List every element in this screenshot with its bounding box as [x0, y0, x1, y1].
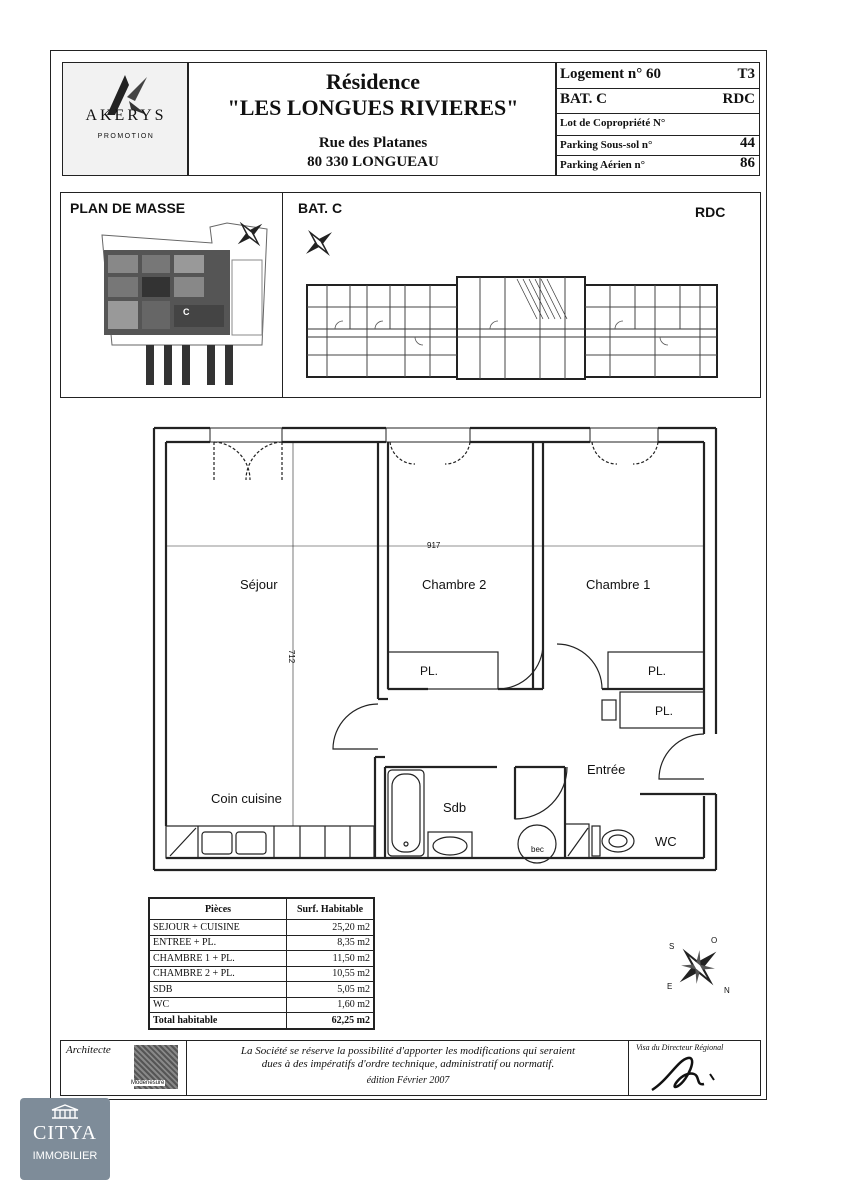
level-label: RDC	[722, 91, 756, 107]
bat-row: BAT. C RDC	[557, 88, 759, 114]
room-sdb-label: Sdb	[443, 800, 467, 815]
table-total-row: Total habitable 62,25 m2	[148, 1012, 375, 1029]
residence-title: Résidence	[325, 69, 421, 94]
lot-label: Lot de Copropriété N°	[560, 117, 666, 129]
site-divider	[282, 192, 284, 398]
architect-stamp-text: Modenesure	[130, 1080, 166, 1086]
footer-divider-2	[628, 1040, 629, 1096]
piece-cell: SDB	[148, 981, 287, 998]
edition-label: édition Février 2007	[366, 1075, 450, 1086]
table-row: SEJOUR + CUISINE 25,20 m2	[148, 919, 375, 936]
surface-cell: 1,60 m2	[286, 996, 375, 1013]
compass-letter-n: N	[724, 986, 730, 995]
bec-label: bec	[531, 845, 544, 854]
logo-sub: PROMOTION	[97, 133, 155, 140]
surface-cell: 11,50 m2	[286, 950, 375, 967]
plan-masse-title: PLAN DE MASSE	[70, 200, 186, 216]
parking-aerien-row: Parking Aérien n° 86	[557, 155, 759, 175]
table-row: SDB 5,05 m2	[148, 981, 375, 998]
citya-sub: IMMOBILIER	[32, 1150, 98, 1162]
header-pieces: Pièces	[148, 897, 287, 920]
site-section	[60, 192, 761, 398]
compass-letter-o: O	[711, 936, 718, 945]
parking-aerien-value: 86	[740, 155, 755, 171]
surface-cell: 5,05 m2	[286, 981, 375, 998]
total-value: 62,25 m2	[286, 1012, 375, 1029]
address-street: Rue des Platanes	[318, 135, 428, 151]
piece-cell: CHAMBRE 2 + PL.	[148, 965, 287, 982]
logo-name: AKERYS	[85, 107, 167, 124]
compass-rose-icon	[237, 221, 263, 247]
surface-cell: 25,20 m2	[286, 919, 375, 936]
placard-entree-label: PL.	[655, 704, 674, 718]
room-coin-cuisine-label: Coin cuisine	[211, 791, 282, 806]
disclaimer-line-2: dues à des impératifs d'ordre technique,…	[261, 1058, 555, 1070]
piece-cell: CHAMBRE 1 + PL.	[148, 950, 287, 967]
plan-masse-marker: C	[183, 307, 190, 317]
room-wc-label: WC	[655, 834, 677, 849]
signature-icon	[651, 1056, 715, 1092]
compass-letter-s: S	[669, 942, 675, 951]
document-frame	[50, 50, 767, 1100]
table-row: CHAMBRE 2 + PL. 10,55 m2	[148, 965, 375, 982]
bat-label: BAT. C	[560, 91, 607, 107]
parking-ss-value: 44	[740, 135, 755, 151]
piece-cell: SEJOUR + CUISINE	[148, 919, 287, 936]
architecte-label: Architecte	[66, 1044, 111, 1056]
parking-ss-row: Parking Sous-sol n° 44	[557, 135, 759, 156]
disclaimer-line-1: La Société se réserve la possibilité d'a…	[240, 1045, 576, 1057]
compass-rose-icon	[679, 948, 717, 986]
room-chambre1-label: Chambre 1	[586, 577, 651, 592]
surface-table-wrap: Pièces Surf. Habitable SEJOUR + CUISINE …	[148, 897, 375, 1030]
parking-ss-label: Parking Sous-sol n°	[560, 139, 653, 151]
logement-row: Logement n° 60 T3	[557, 63, 759, 89]
piece-cell: WC	[148, 996, 287, 1013]
dimension-width-label: 917	[427, 541, 441, 550]
placard-chambre1-label: PL.	[648, 664, 667, 678]
surface-cell: 10,55 m2	[286, 965, 375, 982]
akerys-logo-icon	[107, 75, 147, 115]
title-cell: Résidence "LES LONGUES RIVIERES" Rue des…	[188, 62, 556, 176]
citya-watermark: CITYA IMMOBILIER	[20, 1098, 110, 1180]
total-label: Total habitable	[148, 1012, 287, 1029]
visa-label: Visa du Directeur Régional	[636, 1043, 724, 1052]
logement-cell: Logement n° 60 T3 BAT. C RDC Lot de Copr…	[556, 62, 760, 176]
building-floor-plan	[306, 276, 718, 380]
piece-cell: ENTREE + PL.	[148, 934, 287, 951]
address-city: 80 330 LONGUEAU	[307, 154, 439, 170]
table-header-row: Pièces Surf. Habitable	[148, 897, 375, 920]
bat-title: BAT. C	[298, 200, 343, 216]
room-sejour-label: Séjour	[240, 577, 278, 592]
site-level: RDC	[695, 204, 726, 220]
dimension-height-label: 712	[287, 649, 297, 664]
footer-box	[60, 1040, 761, 1096]
plan-masse-drawing	[101, 222, 268, 385]
table-row: ENTREE + PL. 8,35 m2	[148, 934, 375, 951]
room-chambre2-label: Chambre 2	[422, 577, 487, 592]
logement-type: T3	[737, 66, 755, 82]
table-row: WC 1,60 m2	[148, 996, 375, 1013]
placard-chambre2-label: PL.	[420, 664, 439, 678]
surface-cell: 8,35 m2	[286, 934, 375, 951]
logo-cell: AKERYS PROMOTION	[62, 62, 188, 176]
footer-divider-1	[186, 1040, 187, 1096]
logement-label: Logement n° 60	[560, 66, 661, 82]
compass-rose-icon	[305, 229, 333, 257]
table-row: CHAMBRE 1 + PL. 11,50 m2	[148, 950, 375, 967]
lot-row: Lot de Copropriété N°	[557, 113, 759, 136]
surface-table: Pièces Surf. Habitable SEJOUR + CUISINE …	[148, 897, 375, 1030]
residence-name: "LES LONGUES RIVIERES"	[227, 95, 519, 120]
compass-letter-e: E	[667, 982, 673, 991]
parking-aerien-label: Parking Aérien n°	[560, 159, 646, 171]
header-surface: Surf. Habitable	[286, 897, 375, 920]
citya-logo-icon	[51, 1104, 79, 1119]
citya-brand: CITYA	[33, 1122, 97, 1144]
room-entree-label: Entrée	[587, 762, 626, 777]
apartment-floor-plan	[152, 426, 718, 872]
